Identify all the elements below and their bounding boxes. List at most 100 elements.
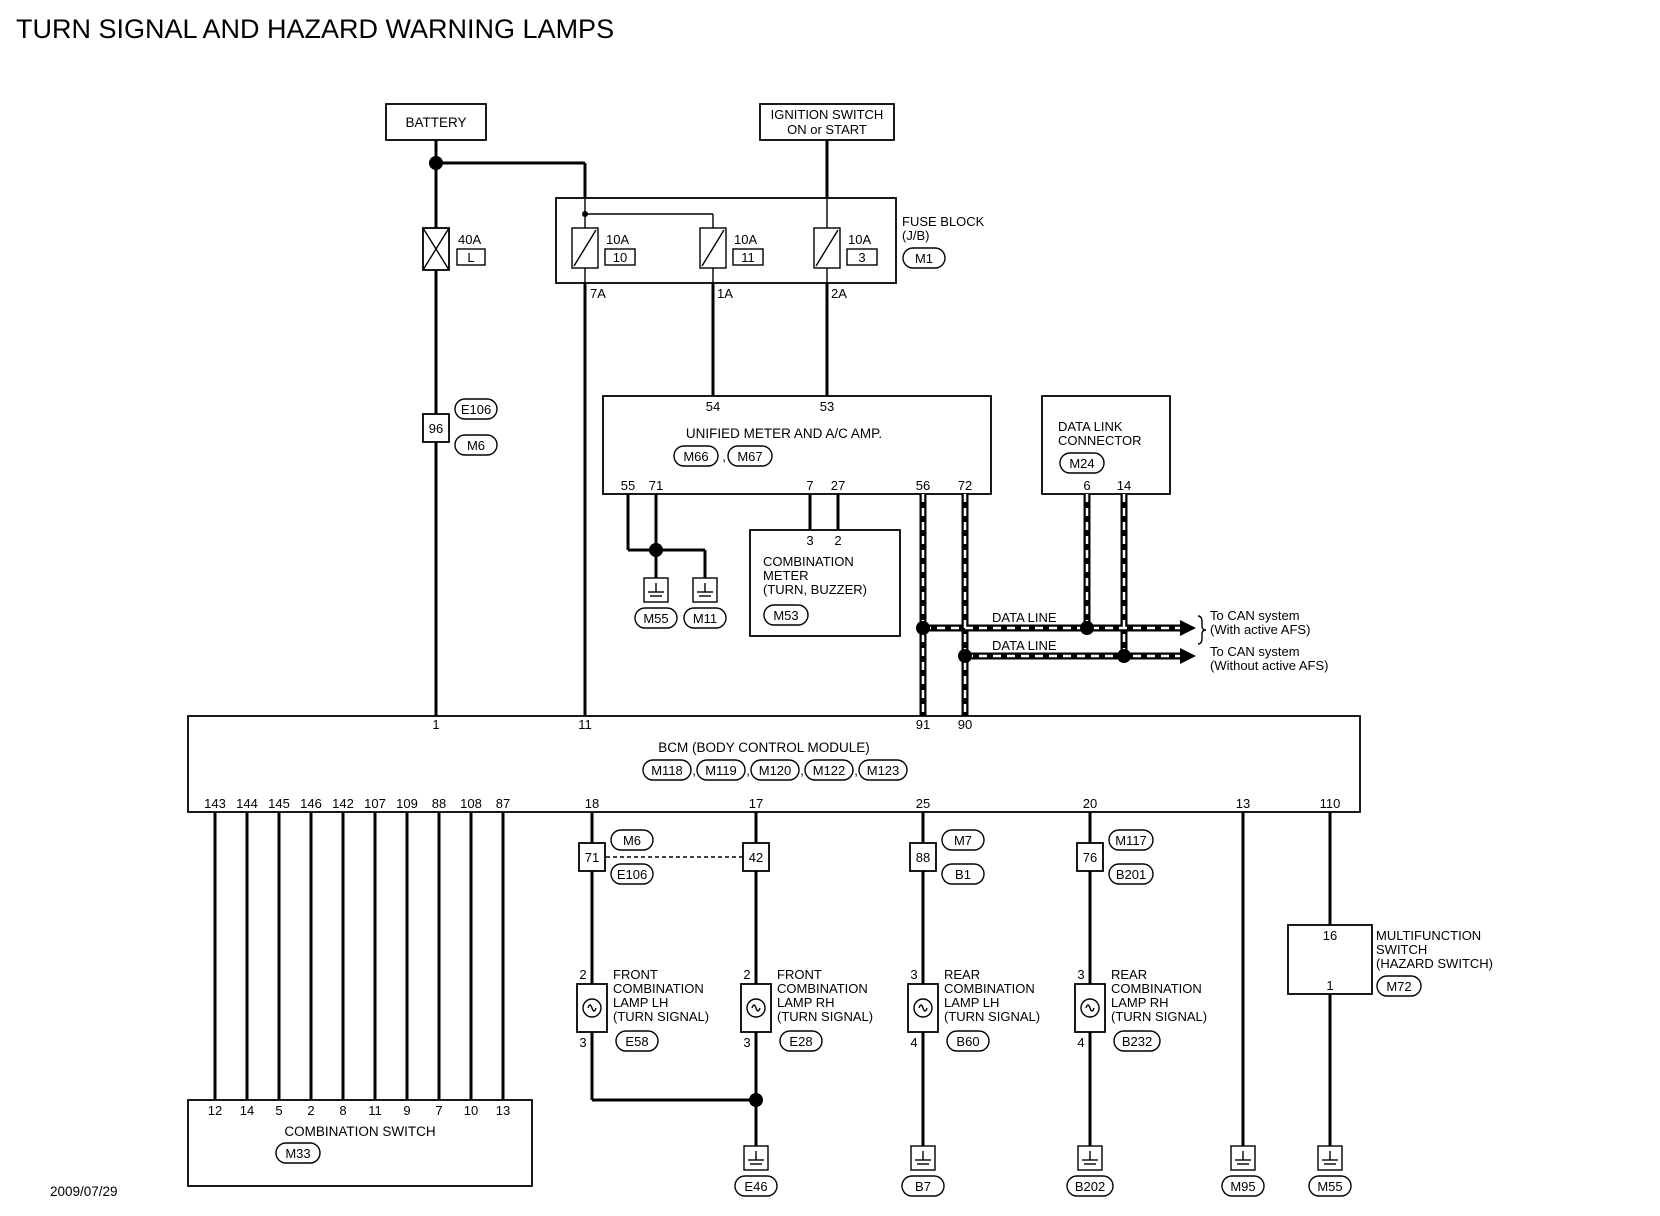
- lamp-wires: [590, 812, 1332, 1146]
- lamp-flh-connector: E58: [625, 1034, 648, 1049]
- front-combination-lamp-lh: 2 3 FRONT COMBINATION LAMP LH (TURN SIGN…: [576, 967, 709, 1052]
- bcm-connector-separator: ,: [746, 763, 750, 778]
- lamp-rrh-label-4: (TURN SIGNAL): [1111, 1009, 1207, 1024]
- can-note-1a: To CAN system: [1210, 608, 1300, 623]
- bcm-pin-label: 87: [496, 796, 510, 811]
- joint-42-pin: 42: [749, 850, 763, 865]
- bcm-pin-label: 20: [1083, 796, 1097, 811]
- comb-meter-label-3: (TURN, BUZZER): [763, 582, 867, 597]
- bcm-connector-separator: ,: [800, 763, 804, 778]
- unified-pin-7: 7: [806, 478, 813, 493]
- svg-text:,: ,: [722, 449, 726, 464]
- unified-pin-72: 72: [958, 478, 972, 493]
- battery-wires: [429, 140, 829, 716]
- fuse-11-amp: 10A: [734, 232, 757, 247]
- bcm-pin-label: 109: [396, 796, 418, 811]
- combination-switch-pin: 11: [368, 1103, 382, 1118]
- mfs-label-2: SWITCH: [1376, 942, 1427, 957]
- combination-switch-pin: 10: [464, 1103, 478, 1118]
- lamp-rlh-label-3: LAMP LH: [944, 995, 999, 1010]
- comb-meter-label-1: COMBINATION: [763, 554, 854, 569]
- ignition-label-1: IGNITION SWITCH: [771, 107, 884, 122]
- lamp-rrh-pin-top: 3: [1077, 967, 1084, 982]
- lamp-rlh-label-1: REAR: [944, 967, 980, 982]
- bcm-pin-1: 1: [432, 717, 439, 732]
- bcm-connectors: M118,M119,M120,M122,M123: [642, 759, 908, 781]
- dlc-pin-6: 6: [1083, 478, 1090, 493]
- ground-b202-label: B202: [1075, 1179, 1105, 1194]
- ground-e46: E46: [734, 1145, 778, 1197]
- lamp-rrh-label-2: COMBINATION: [1111, 981, 1202, 996]
- joint-connector-96: 96 E106 M6: [422, 398, 498, 456]
- bcm-connector-separator: ,: [692, 763, 696, 778]
- ground-b7-label: B7: [915, 1179, 931, 1194]
- joint-76-connector-1: M117: [1115, 833, 1147, 848]
- joint-96-pin: 96: [429, 421, 443, 436]
- lamp-flh-label-4: (TURN SIGNAL): [613, 1009, 709, 1024]
- bcm-connector-label: M123: [867, 763, 900, 778]
- combination-switch-pin: 13: [496, 1103, 510, 1118]
- can-note-1b: (With active AFS): [1210, 622, 1310, 637]
- front-combination-lamp-rh: 2 3 FRONT COMBINATION LAMP RH (TURN SIGN…: [740, 967, 873, 1052]
- joint-connector-88: 88 M7 B1: [909, 829, 985, 885]
- bcm-pin-label: 25: [916, 796, 930, 811]
- ground-e46-label: E46: [744, 1179, 767, 1194]
- fusible-link-40a: 40A L: [422, 227, 486, 271]
- ground-m11-label: M11: [693, 611, 717, 626]
- bcm-connector-label: M118: [651, 763, 683, 778]
- lamp-rlh-pin-top: 3: [910, 967, 917, 982]
- battery: BATTERY: [385, 103, 487, 141]
- lamp-rlh-label-2: COMBINATION: [944, 981, 1035, 996]
- fuse-block-label-1: FUSE BLOCK: [902, 214, 985, 229]
- bcm-connector-pill: [858, 759, 908, 781]
- unified-ground-wires: [626, 494, 707, 578]
- bcm-connector-label: M122: [813, 763, 846, 778]
- battery-label: BATTERY: [405, 115, 466, 130]
- can-data-lines: DATA LINE DATA LINE To CAN system (With …: [916, 494, 1328, 716]
- lamp-rrh-connector: B232: [1122, 1034, 1152, 1049]
- lamp-flh-pin-bottom: 3: [579, 1035, 586, 1050]
- rear-combination-lamp-rh: 3 4 REAR COMBINATION LAMP RH (TURN SIGNA…: [1074, 967, 1207, 1052]
- dlc-label-1: DATA LINK: [1058, 419, 1123, 434]
- bcm-connector-label: M119: [705, 763, 737, 778]
- combination-switch-pin: 12: [208, 1103, 222, 1118]
- combination-switch-pin: 5: [275, 1103, 282, 1118]
- ground-m55-top: M55: [634, 577, 678, 629]
- joint-71-pin: 71: [585, 850, 599, 865]
- fuse-block-label-2: (J/B): [902, 228, 929, 243]
- joint-connector-71: 71 M6 E106: [578, 829, 654, 885]
- lamp-rrh-label-1: REAR: [1111, 967, 1147, 982]
- fuse-3-number: 3: [858, 250, 865, 265]
- fuse-block-connector: M1: [915, 251, 933, 266]
- joint-88-pin: 88: [916, 850, 930, 865]
- combination-switch-pin: 14: [240, 1103, 254, 1118]
- lamp-rrh-label-3: LAMP RH: [1111, 995, 1169, 1010]
- lamp-flh-label-2: COMBINATION: [613, 981, 704, 996]
- bcm-connector-separator: ,: [854, 763, 858, 778]
- lamp-flh-label-1: FRONT: [613, 967, 658, 982]
- bcm-pin-label: 143: [204, 796, 226, 811]
- bcm-pin-label: 107: [364, 796, 386, 811]
- revision-date: 2009/07/29: [50, 1184, 118, 1199]
- can-note-2a: To CAN system: [1210, 644, 1300, 659]
- lamp-frh-label-1: FRONT: [777, 967, 822, 982]
- comb-meter-pin-2: 2: [834, 533, 841, 548]
- combination-switch-wires: [213, 812, 505, 1100]
- ignition-switch: IGNITION SWITCH ON or START: [759, 103, 895, 141]
- joint-88-connector-1: M7: [954, 833, 972, 848]
- bcm-pin-90: 90: [958, 717, 972, 732]
- bcm-pin-label: 18: [585, 796, 599, 811]
- ground-m55b-label: M55: [1317, 1179, 1342, 1194]
- bcm-connector-pill: [750, 759, 800, 781]
- joint-71-connector-1: M6: [623, 833, 641, 848]
- mfs-label-3: (HAZARD SWITCH): [1376, 956, 1493, 971]
- dlc-pin-14: 14: [1117, 478, 1131, 493]
- joint-connector-76: 76 M117 B201: [1076, 829, 1154, 885]
- combination-switch-pin: 7: [435, 1103, 442, 1118]
- fusible-link-code: L: [467, 250, 474, 265]
- fuse-terminal-1a: 1A: [717, 286, 733, 301]
- fuse-block: 10A 10 10A 11 10A 3 7A 1A 2A FUSE BLOCK …: [555, 197, 985, 301]
- bcm-pin-11: 11: [578, 717, 592, 732]
